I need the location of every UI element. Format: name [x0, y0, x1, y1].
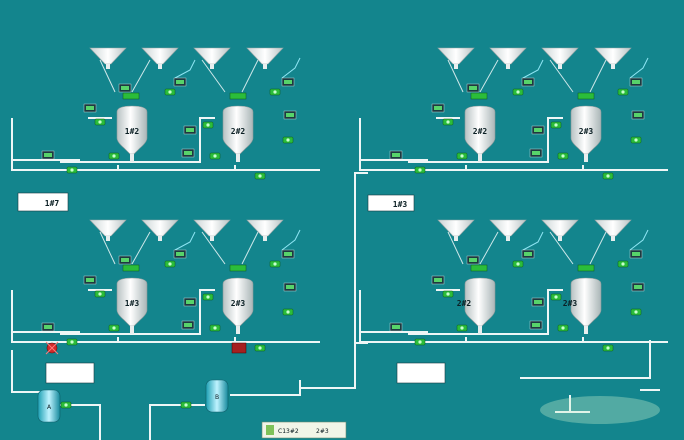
- vessel-1-label: 1#2: [125, 127, 140, 136]
- alarm-pump[interactable]: [231, 342, 247, 354]
- vessel-3-label: 2#2: [473, 127, 488, 136]
- valve-tank-left[interactable]: [60, 401, 72, 409]
- vessel-4-label: 2#3: [579, 127, 594, 136]
- status-left: C13#2: [278, 428, 299, 435]
- tank-mid-label: B: [215, 394, 219, 401]
- panel-unit-1-value: 1#7: [45, 199, 60, 208]
- unit-4: 2#2 2#3: [360, 220, 668, 384]
- vessel-5-label: 1#3: [125, 299, 140, 308]
- vessel-8-label: 2#3: [563, 299, 578, 308]
- main-pipeline: [11, 172, 660, 440]
- tank-left-label: A: [47, 404, 52, 411]
- vessel-7-label: 2#2: [457, 299, 472, 308]
- vessel-6-label: 2#3: [231, 299, 246, 308]
- panel-unit-1[interactable]: [17, 192, 69, 212]
- status-bar: C13#2 2#3: [261, 421, 347, 439]
- glare: [540, 396, 660, 424]
- panel-unit-2-value: 1#3: [393, 200, 408, 209]
- tank-left[interactable]: A: [37, 389, 61, 423]
- unit-3: 1#3 2#3: [12, 220, 320, 384]
- panel-unit-4[interactable]: [396, 362, 446, 384]
- vessel-1-label-group: 1#2 2#2: [125, 127, 246, 136]
- alarm-valve[interactable]: [45, 341, 59, 355]
- tank-mid[interactable]: B: [205, 379, 229, 413]
- panel-unit-3[interactable]: [45, 362, 95, 384]
- valve-tank-mid[interactable]: [180, 401, 192, 409]
- status-right: 2#3: [316, 428, 329, 435]
- unit-1: 1#2 2#2 1#7: [12, 48, 320, 212]
- panel-unit-2[interactable]: [367, 194, 415, 212]
- unit-2: 2#2 2#3 1#3: [360, 48, 668, 212]
- status-icon: [266, 425, 274, 435]
- vessel-2-label: 2#2: [231, 127, 246, 136]
